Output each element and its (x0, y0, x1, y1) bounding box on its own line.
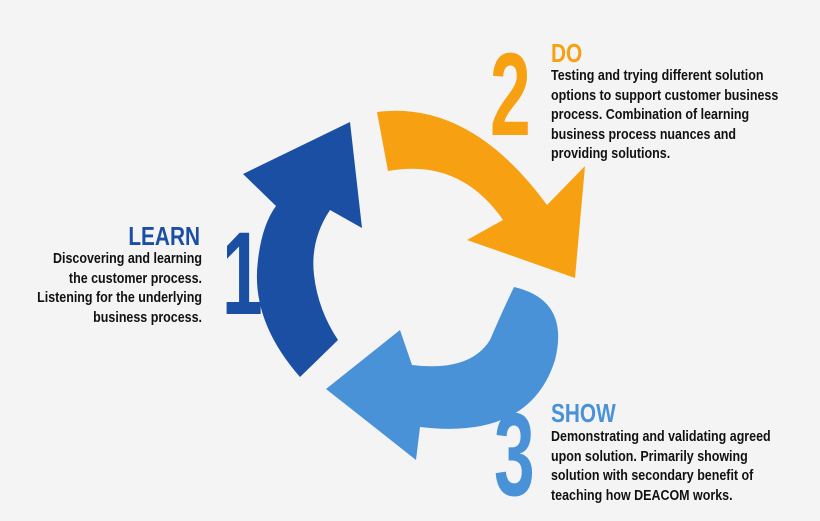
learn-description: Discovering and learning the customer pr… (37, 251, 202, 326)
do-step-number: 2 (490, 29, 531, 161)
learn-arrow (243, 122, 362, 377)
learn-title: LEARN (128, 221, 200, 251)
show-step-number: 3 (494, 389, 535, 521)
show-description: Demonstrating and validating agreed upon… (551, 429, 771, 504)
do-description: Testing and trying different solution op… (551, 68, 779, 162)
do-arrow (377, 110, 585, 279)
show-title: SHOW (551, 398, 616, 428)
learn-step-number: 1 (222, 208, 263, 340)
show-arrow (326, 287, 559, 460)
do-title: DO (551, 38, 583, 68)
